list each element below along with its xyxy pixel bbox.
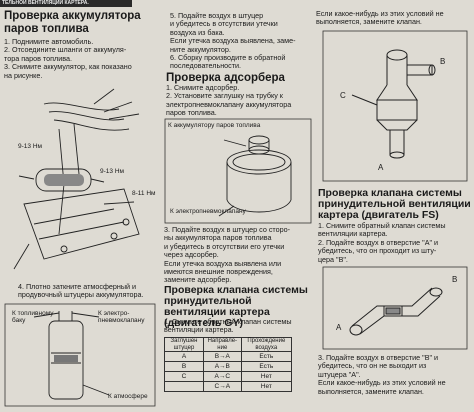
table-row: C→A Нет <box>164 381 293 392</box>
torque-label-2: 9-13 Нм <box>100 168 124 175</box>
accumulator-mounting-figure <box>13 88 140 270</box>
table-header-row: Заглушен штуцер Направле-ние Прохождение… <box>164 337 293 352</box>
port-label-b-fs: B <box>452 275 458 284</box>
adsorber-steps: 1. Снимите адсорбер. 2. Установите заглу… <box>166 83 292 118</box>
label-to-valve-2: пневмоклапану <box>98 317 145 324</box>
accumulator-steps: 1. Поднимите автомобиль. 2. Отсоедините … <box>4 37 132 80</box>
label-to-tank: К топливному <box>12 310 54 317</box>
adsorber-figure <box>164 118 312 224</box>
pcv-gy-steps: 1. Снимите обратный клапан системы венти… <box>164 317 292 335</box>
top-strip: ТЕЛЬНОЙ ВЕНТИЛЯЦИИ КАРТЕРА. <box>0 0 132 7</box>
label-atmosphere: К атмосфере <box>108 393 148 400</box>
table-row: B A→B Есть <box>164 361 293 372</box>
pcv-valve-fs-figure <box>322 266 468 350</box>
torque-label-3: 8-11 Нм <box>132 190 156 197</box>
pcv-fs-step-3: 3. Подайте воздух в отверстие "В" и убед… <box>318 353 446 396</box>
label-to-tank-2: баку <box>12 317 26 324</box>
label-to-valve: К электро- <box>98 310 130 317</box>
table-header: Прохождение воздуха <box>240 337 293 352</box>
pcv-gy-conclusion: Если какое-нибудь из этих условий не вып… <box>316 9 444 27</box>
accumulator-step-4: 4. Плотно заткните атмосферный и продуво… <box>18 282 144 300</box>
section-title-pcv-fs: Проверка клапана системы принудительной … <box>318 187 471 221</box>
table-row: C A→C Нет <box>164 371 293 382</box>
label-to-vapor-accumulator: К аккумулятору паров топлива <box>168 122 261 129</box>
pcv-valve-gy-figure <box>322 30 468 182</box>
pcv-gy-table: Заглушен штуцер Направле-ние Прохождение… <box>164 337 293 392</box>
port-label-b: B <box>440 57 446 66</box>
section-title-pcv-gy: Проверка клапана системы принудительной … <box>164 284 308 329</box>
table-header: Заглушен штуцер <box>164 337 204 352</box>
section-title-adsorber: Проверка адсорбера <box>166 72 285 84</box>
accumulator-steps-cont: 5. Подайте воздух в штуцер и убедитесь в… <box>170 11 296 71</box>
section-title-accumulator: Проверка аккумулятора паров топлива <box>4 10 141 35</box>
table-header: Направле-ние <box>203 337 242 352</box>
pcv-fs-steps: 1. Снимите обратный клапан системы венти… <box>318 221 446 264</box>
port-label-c: C <box>340 91 346 100</box>
port-label-a-fs: A <box>336 323 342 332</box>
port-label-a: A <box>378 163 384 172</box>
accumulator-ports-figure <box>4 303 156 407</box>
torque-label-1: 9-13 Нм <box>18 143 42 150</box>
table-row: A B→A Есть <box>164 351 293 362</box>
label-to-electro-valve: К электропневмоклапану <box>170 208 246 215</box>
adsorber-step-3: 3. Подайте воздух в штуцер со сторо- ны … <box>164 225 291 285</box>
